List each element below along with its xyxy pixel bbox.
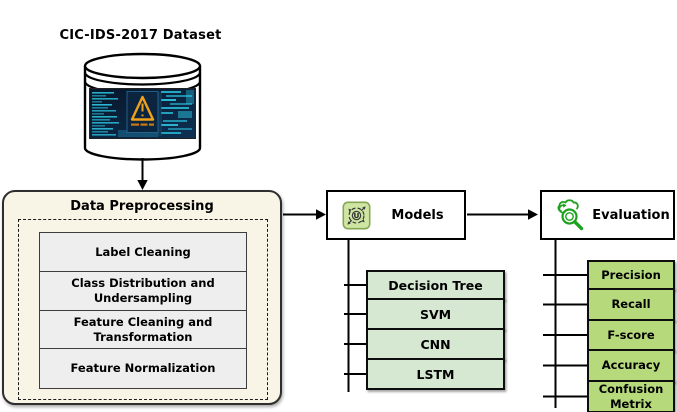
models-list: Decision Tree SVM CNN LSTM [366, 270, 505, 390]
evaluation-list: Precision Recall F-score Accuracy Confus… [587, 260, 675, 412]
svg-text:U: U [354, 210, 360, 219]
preprocessing-step-class-distribution: Class Distribution and Undersampling [39, 270, 247, 312]
models-box: U Models [326, 190, 466, 240]
evaluation-title: Evaluation [592, 207, 670, 223]
database-cylinder-icon [83, 52, 202, 161]
eval-item-precision: Precision [587, 260, 675, 290]
magnifier-refresh-cloud-icon [557, 199, 584, 231]
preprocessing-dashed-container [18, 219, 268, 400]
warning-caption-marks [131, 123, 154, 126]
eval-item-confusion-matrix: Confusion Metrix [587, 380, 675, 412]
dataset-title: CIC-IDS-2017 Dataset [59, 28, 222, 43]
preprocessing-title: Data Preprocessing [70, 199, 214, 214]
preprocessing-step-feature-cleaning: Feature Cleaning and Transformation [39, 310, 247, 349]
model-item-svm: SVM [366, 298, 505, 330]
arrow-models-to-evaluation [467, 209, 538, 220]
eval-item-fscore: F-score [587, 319, 675, 351]
evaluation-list-connectors [543, 240, 588, 408]
model-item-cnn: CNN [366, 328, 505, 360]
warning-triangle-icon [130, 95, 155, 121]
eval-item-recall: Recall [587, 288, 675, 321]
preprocessing-box: Data Preprocessing Label Cleaning Class … [2, 190, 282, 405]
eval-item-accuracy: Accuracy [587, 349, 675, 382]
transform-rotate-icon: U [342, 201, 371, 229]
models-list-connectors [344, 240, 367, 392]
preprocessing-step-label-cleaning: Label Cleaning [39, 232, 247, 272]
preprocessing-steps: Label Cleaning Class Distribution and Un… [39, 232, 247, 389]
evaluation-box: Evaluation [540, 190, 675, 240]
model-item-decision-tree: Decision Tree [366, 270, 505, 300]
models-title: Models [391, 207, 444, 223]
arrow-preprocessing-to-models [283, 209, 326, 220]
cyber-attack-warning-image [89, 88, 196, 139]
preprocessing-step-feature-normalization: Feature Normalization [39, 347, 247, 389]
arrow-dataset-to-preprocessing [137, 158, 148, 190]
model-item-lstm: LSTM [366, 358, 505, 390]
